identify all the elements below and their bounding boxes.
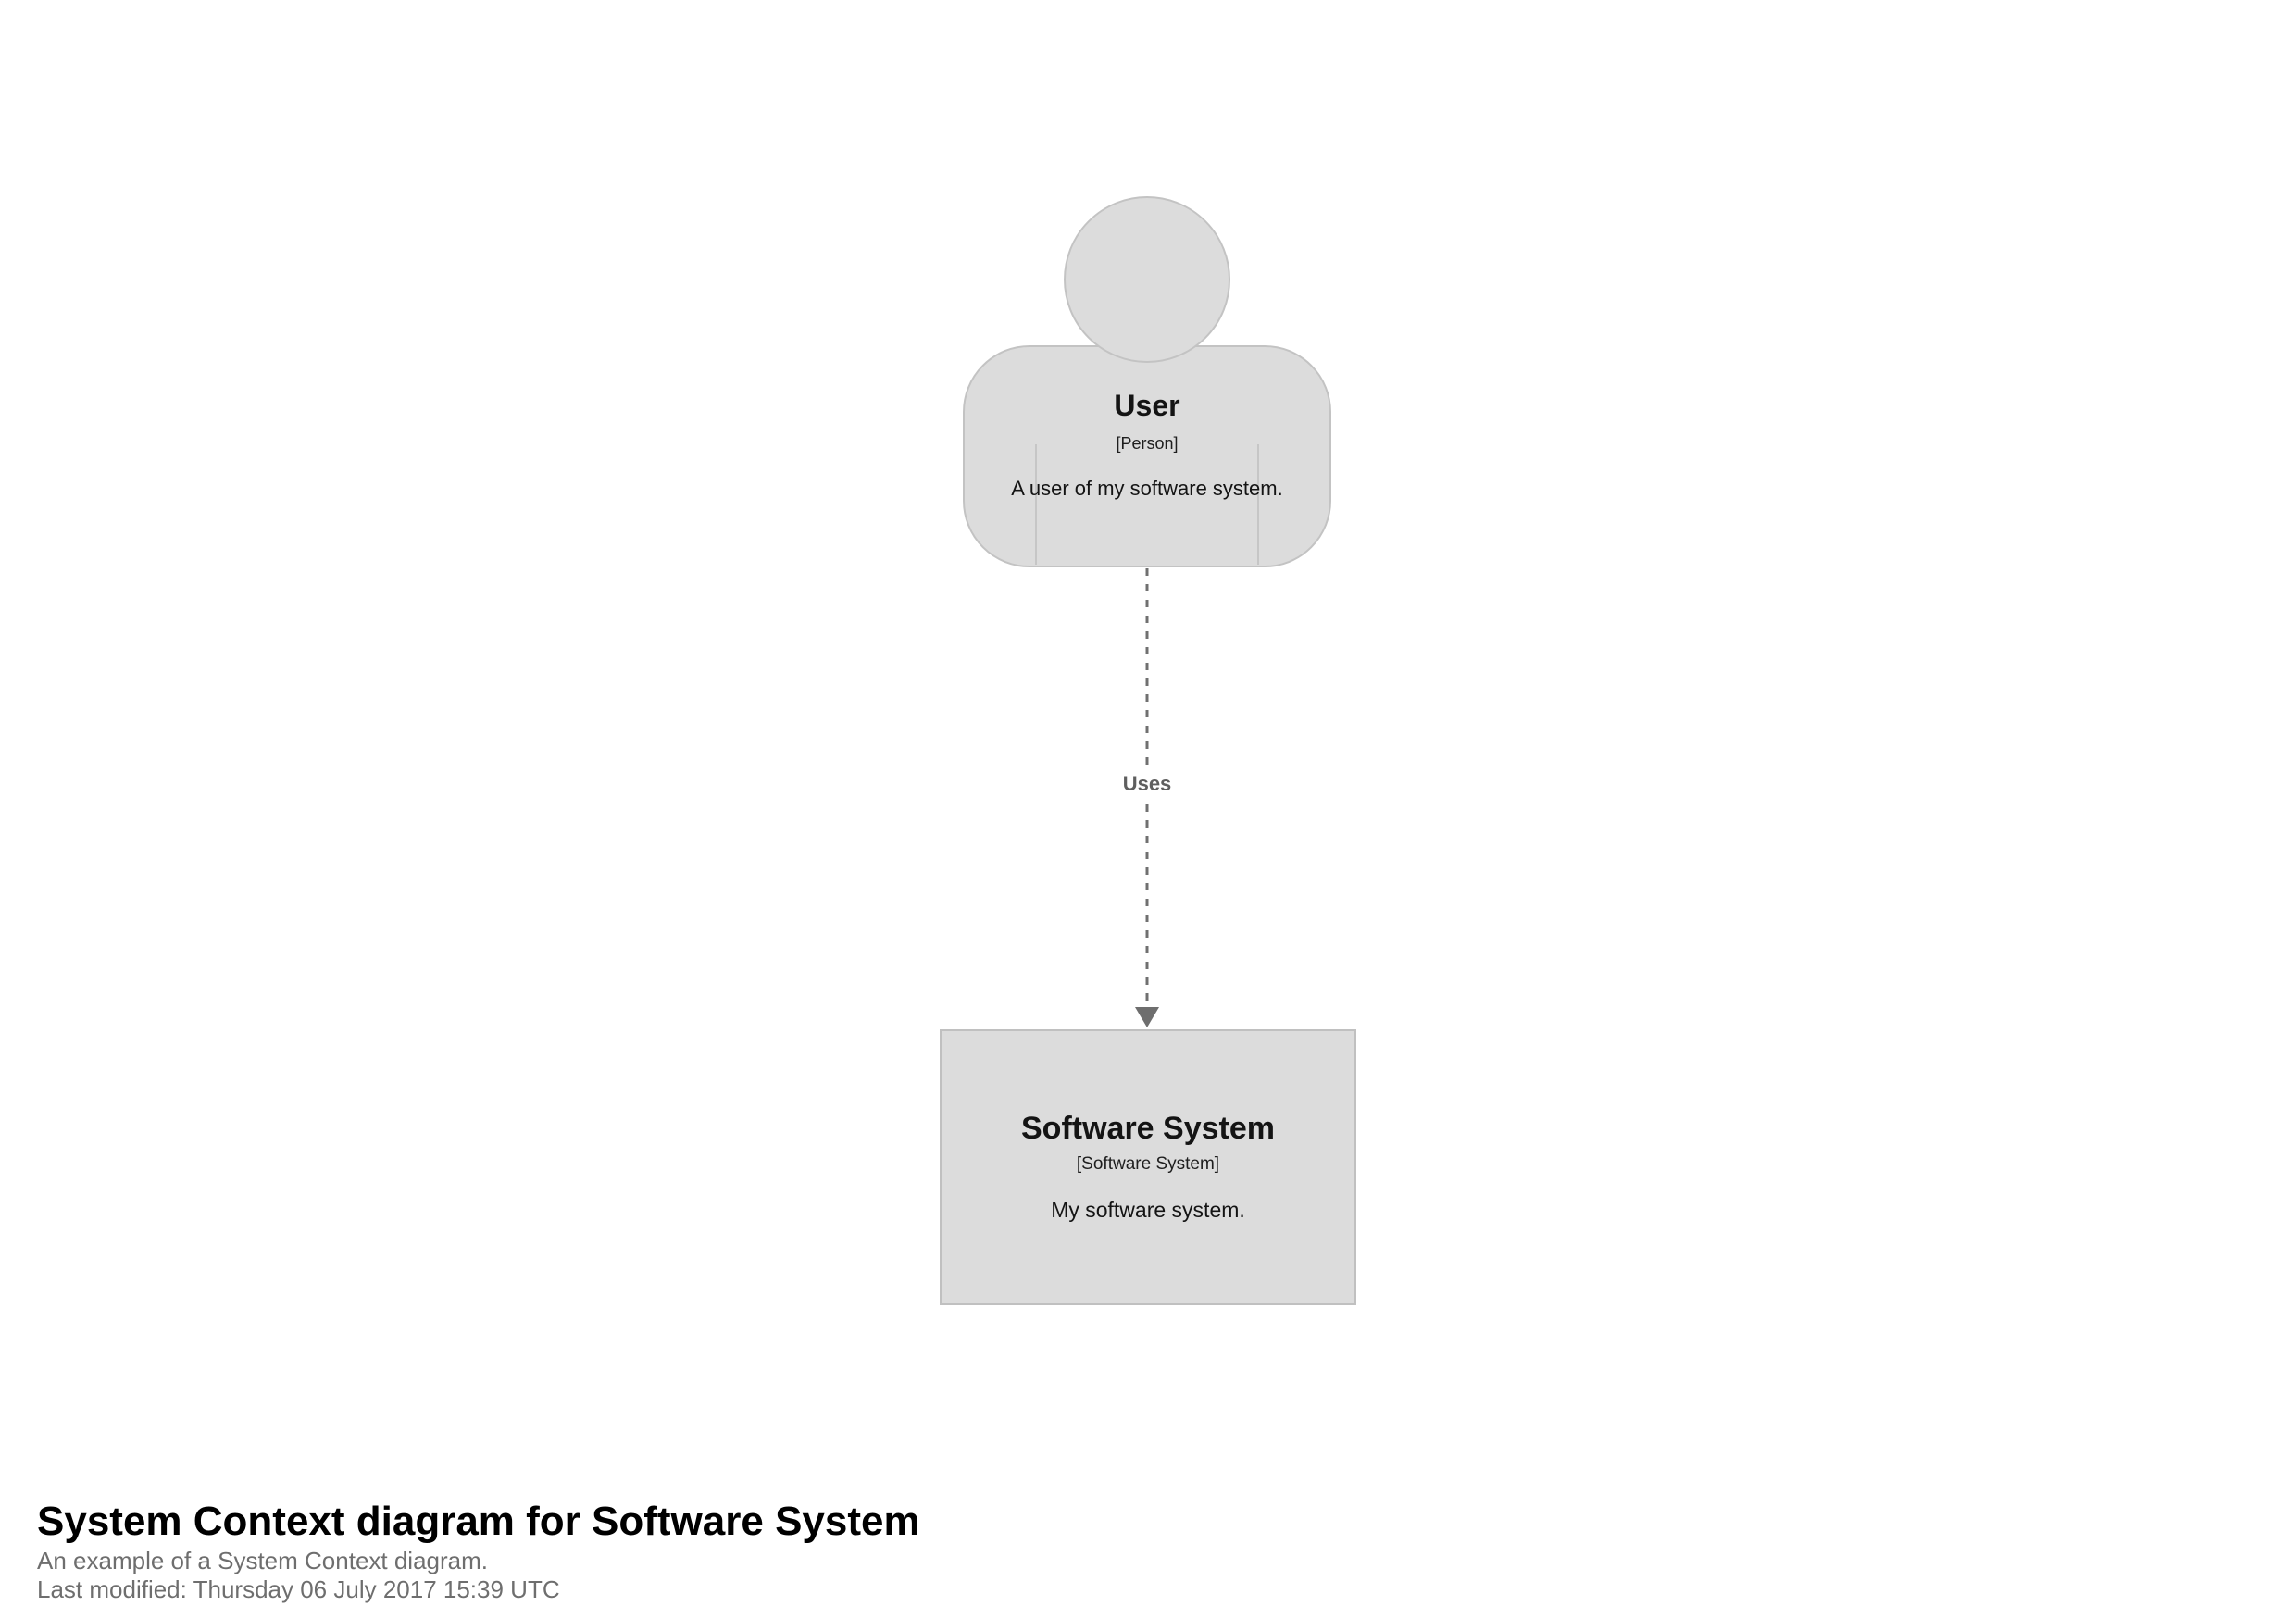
diagram-title: System Context diagram for Software Syst… — [37, 1499, 920, 1544]
person-arm-line-right — [1257, 444, 1259, 565]
person-description: A user of my software system. — [1011, 477, 1283, 500]
diagram-last-modified: Last modified: Thursday 06 July 2017 15:… — [37, 1575, 560, 1603]
person-arm-line-left — [1035, 444, 1037, 565]
relationship-label: Uses — [1113, 765, 1181, 803]
software-system-box-shape — [940, 1029, 1356, 1305]
person-name: User — [1114, 389, 1180, 422]
software-system-name: Software System — [1021, 1111, 1275, 1146]
software-system-type-label: [Software System] — [1076, 1154, 1220, 1174]
software-system-description: My software system. — [1051, 1198, 1245, 1222]
diagram-subtitle: An example of a System Context diagram. — [37, 1547, 489, 1574]
diagram-metadata: An example of a System Context diagram. … — [37, 1547, 560, 1604]
person-head-shape — [1064, 196, 1230, 363]
arrowhead — [1135, 1007, 1159, 1027]
person-body-shape — [963, 345, 1331, 567]
person-type-label: [Person] — [1116, 434, 1179, 453]
